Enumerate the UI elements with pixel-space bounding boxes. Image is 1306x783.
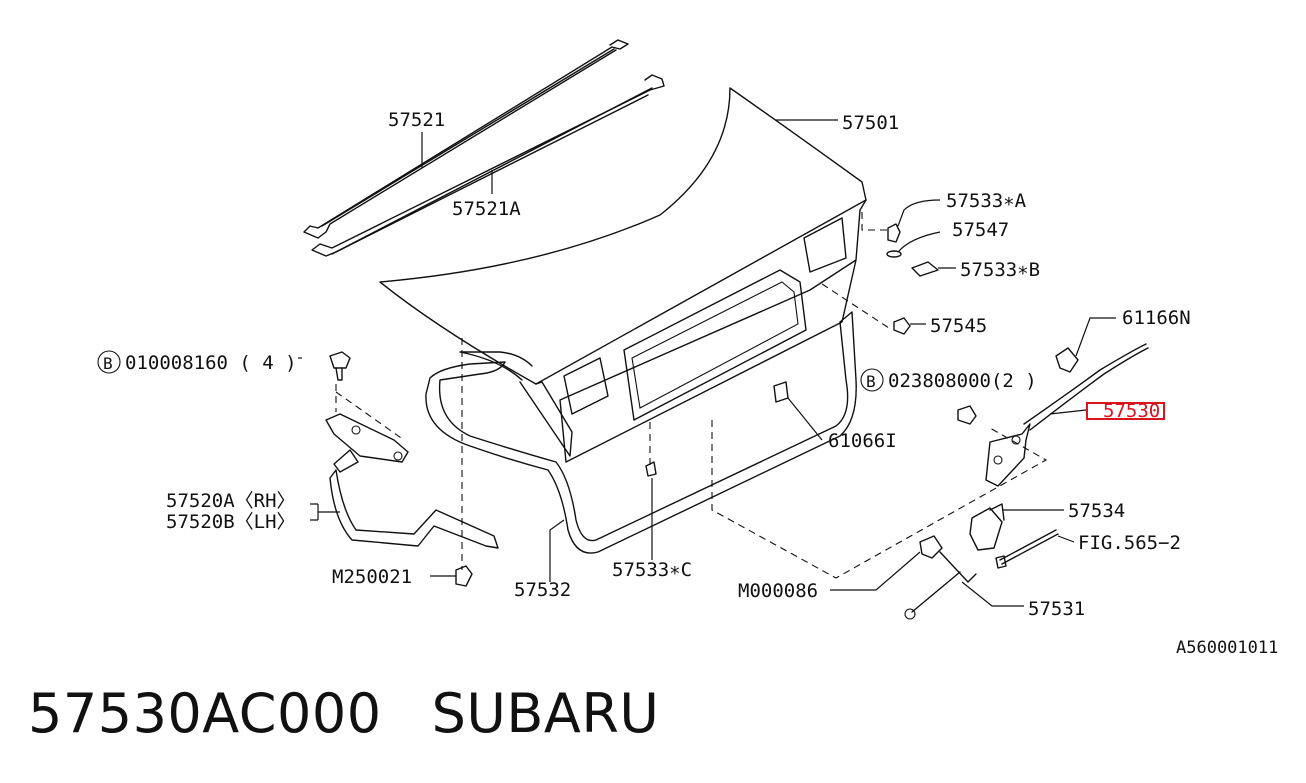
diagram-ref-id: A560001011 xyxy=(1176,638,1278,658)
cable-FIG565 xyxy=(995,529,1059,569)
washer-57547 xyxy=(886,250,902,258)
label-M250021: M250021 xyxy=(332,566,412,588)
label-57547: 57547 xyxy=(952,219,1009,241)
labels: 57521 57521A 57501 57533∗A 57547 57533∗B… xyxy=(97,109,1278,658)
bolt-010008160 xyxy=(329,351,351,381)
label-M000086: M000086 xyxy=(738,580,818,602)
brand-name: SUBARU xyxy=(431,682,660,745)
grommet-57545 xyxy=(893,317,911,335)
label-57521: 57521 xyxy=(388,109,445,131)
label-61066I: 61066I xyxy=(828,430,897,452)
clip-61166N xyxy=(1055,347,1079,373)
bullet-b-letter-left: B xyxy=(103,354,113,373)
clip-57533C xyxy=(645,461,657,477)
rail-57521 xyxy=(303,39,629,239)
weather-seal-57532 xyxy=(425,311,857,554)
latch-57534 xyxy=(969,503,1005,551)
label-FIG565: FIG.565−2 xyxy=(1078,532,1181,554)
clip-57533B xyxy=(911,261,939,277)
label-57534: 57534 xyxy=(1068,500,1125,522)
striker-57530 xyxy=(985,343,1149,487)
label-57533C: 57533∗C xyxy=(612,559,692,581)
bullet-b-icon-left xyxy=(97,350,121,374)
lock-cylinder-57531 xyxy=(904,535,977,620)
part-number: 57530AC000 xyxy=(28,682,382,745)
label-57531: 57531 xyxy=(1028,598,1085,620)
highlight-box-57530 xyxy=(1086,402,1165,420)
label-023808000: 023808000(2 ) xyxy=(888,370,1037,392)
trunk-lid-57501 xyxy=(379,87,867,463)
label-010008160: 010008160 ( 4 ) xyxy=(125,352,297,374)
bullet-b-icon xyxy=(860,368,884,392)
clip-57533A xyxy=(887,223,901,243)
bullet-b-letter: B xyxy=(866,372,876,391)
bumper-61066I xyxy=(773,381,789,403)
label-57521A: 57521A xyxy=(452,198,521,220)
nut-023808000 xyxy=(957,405,977,425)
label-61166N: 61166N xyxy=(1122,307,1191,329)
leader-lines xyxy=(298,119,1116,607)
label-57533B: 57533∗B xyxy=(960,259,1040,281)
label-57520A: 57520A〈RH〉 xyxy=(166,490,296,512)
part-caption: 57530AC000 SUBARU xyxy=(28,682,659,745)
label-57532: 57532 xyxy=(514,579,571,601)
label-57530: 57530 xyxy=(1103,400,1160,422)
hinge-57520 xyxy=(325,413,499,549)
label-57533A: 57533∗A xyxy=(946,190,1027,212)
bolt-M250021 xyxy=(455,565,473,587)
guide-lines xyxy=(335,212,1048,579)
label-57501: 57501 xyxy=(842,112,899,134)
rail-57521A xyxy=(311,74,665,257)
label-57545: 57545 xyxy=(930,315,987,337)
label-57520B: 57520B〈LH〉 xyxy=(166,511,296,533)
